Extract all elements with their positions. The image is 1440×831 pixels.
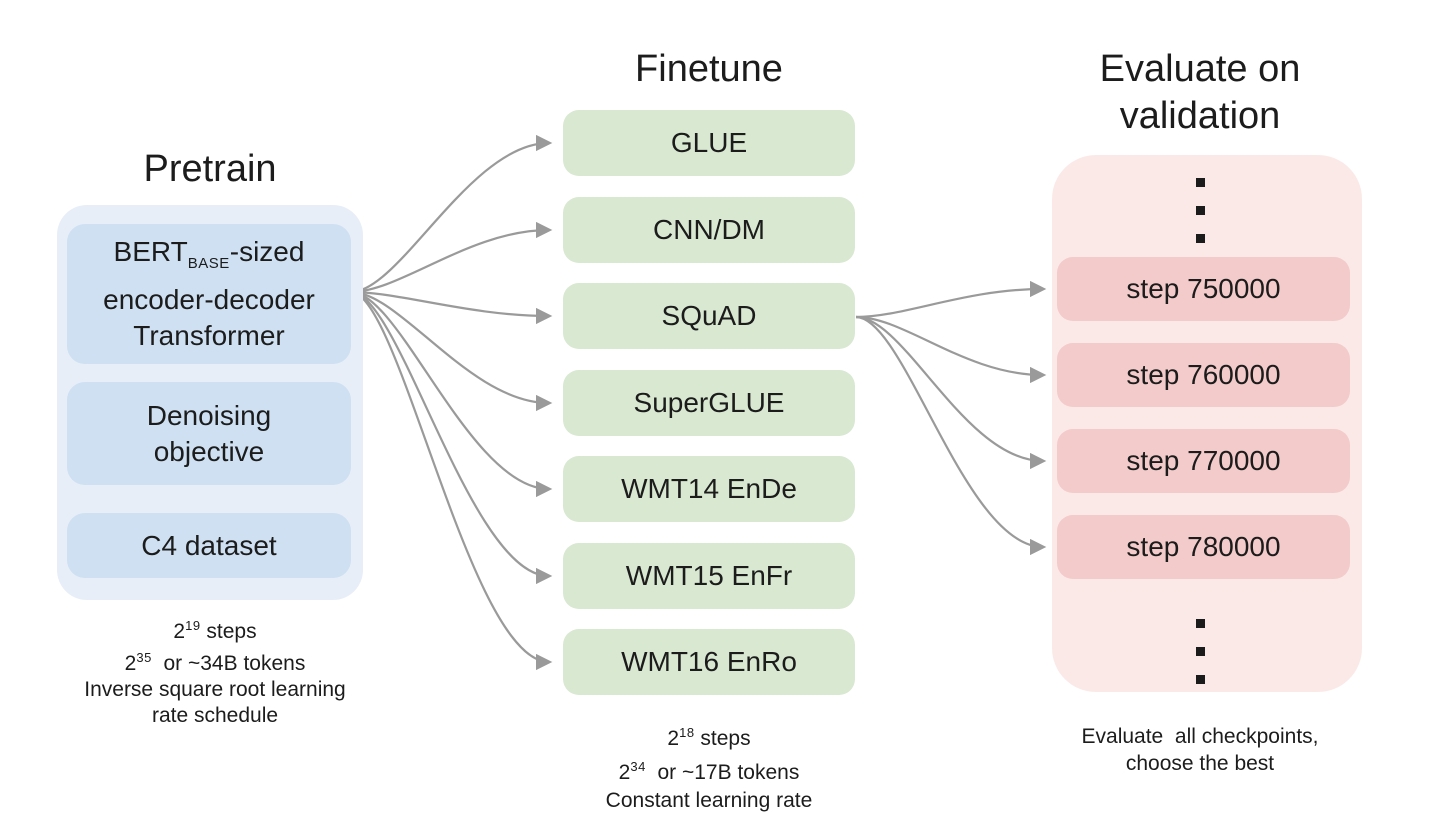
model-box-line1: BERTBASE-sized: [113, 236, 305, 272]
finetune-task-cnndm: CNN/DM: [563, 197, 855, 263]
model-box-line2: encoder-decoder: [103, 284, 315, 315]
ellipsis-bottom-dot: [1196, 647, 1205, 656]
arrow-path: [350, 134, 553, 294]
arrow-path: [350, 290, 553, 498]
objective-box-line1: Denoising: [146, 399, 272, 431]
checkpoint-box-780000: step 780000: [1057, 515, 1350, 579]
arrow-path: [350, 290, 553, 412]
objective-box-line2: objective: [153, 435, 265, 467]
finetune-task-wmt14ende: WMT14 EnDe: [563, 456, 855, 522]
arrow-path: [855, 280, 1047, 319]
evaluate-note-line1: Evaluate all checkpoints,: [1081, 725, 1319, 748]
finetune-task-squad: SQuAD: [563, 283, 855, 349]
ellipsis-top-dot: [1196, 178, 1205, 187]
finetune-note-lr: Constant learning rate: [605, 789, 813, 812]
ellipsis-top-dot: [1196, 234, 1205, 243]
finetune-task-wmt15enfr: WMT15 EnFr: [563, 543, 855, 609]
finetune-note-tokens: 234 or ~17B tokens: [618, 759, 800, 784]
pretrain-notes: 219 steps 235 or ~34B tokens Inverse squ…: [35, 613, 395, 729]
pretrain-objective-box: Denoising objective: [67, 382, 351, 485]
arrow-path: [855, 315, 1047, 556]
arrow-path: [350, 221, 553, 294]
finetune-to-evaluate-arrows: [855, 280, 1047, 556]
arrow-path: [350, 290, 553, 671]
evaluate-container: [1052, 155, 1362, 692]
arrow-path: [350, 290, 553, 325]
evaluate-note-line2: choose the best: [1125, 752, 1275, 775]
checkpoint-box-770000: step 770000: [1057, 429, 1350, 493]
bert-base-subscript: BASE: [187, 255, 230, 272]
finetune-task-superglue: SuperGLUE: [563, 370, 855, 436]
finetune-notes: 218 steps 234 or ~17B tokens Constant le…: [534, 719, 884, 815]
pretrain-note-lr2: rate schedule: [151, 704, 279, 727]
arrow-path: [855, 315, 1047, 470]
pretrain-note-steps: 219 steps: [173, 618, 257, 643]
ellipsis-bottom-dot: [1196, 675, 1205, 684]
pretrain-note-tokens: 235 or ~34B tokens: [124, 650, 306, 675]
evaluate-title-line1: Evaluate on: [1099, 48, 1301, 90]
model-box-line3: Transformer: [133, 320, 285, 351]
evaluate-notes: Evaluate all checkpoints, choose the bes…: [1025, 723, 1375, 777]
ellipsis-bottom-dot: [1196, 619, 1205, 628]
pretrain-title: Pretrain: [143, 148, 277, 190]
checkpoint-box-760000: step 760000: [1057, 343, 1350, 407]
pretrain-model-box: BERTBASE-sized encoder-decoder Transform…: [67, 224, 351, 364]
finetune-task-glue: GLUE: [563, 110, 855, 176]
finetune-note-steps: 218 steps: [667, 725, 751, 750]
arrow-path: [350, 290, 553, 585]
finetune-task-wmt16enro: WMT16 EnRo: [563, 629, 855, 695]
evaluate-title-line2: validation: [1119, 95, 1281, 137]
arrow-path: [855, 315, 1047, 384]
checkpoint-box-750000: step 750000: [1057, 257, 1350, 321]
dataset-box-label: C4 dataset: [141, 529, 277, 561]
finetune-title: Finetune: [635, 48, 783, 90]
pretrain-to-finetune-arrows: [350, 134, 553, 671]
ellipsis-top-dot: [1196, 206, 1205, 215]
pretrain-note-lr1: Inverse square root learning: [84, 678, 346, 701]
pretrain-dataset-box: C4 dataset: [67, 513, 351, 578]
evaluate-title: Evaluate on validation: [1050, 46, 1350, 140]
